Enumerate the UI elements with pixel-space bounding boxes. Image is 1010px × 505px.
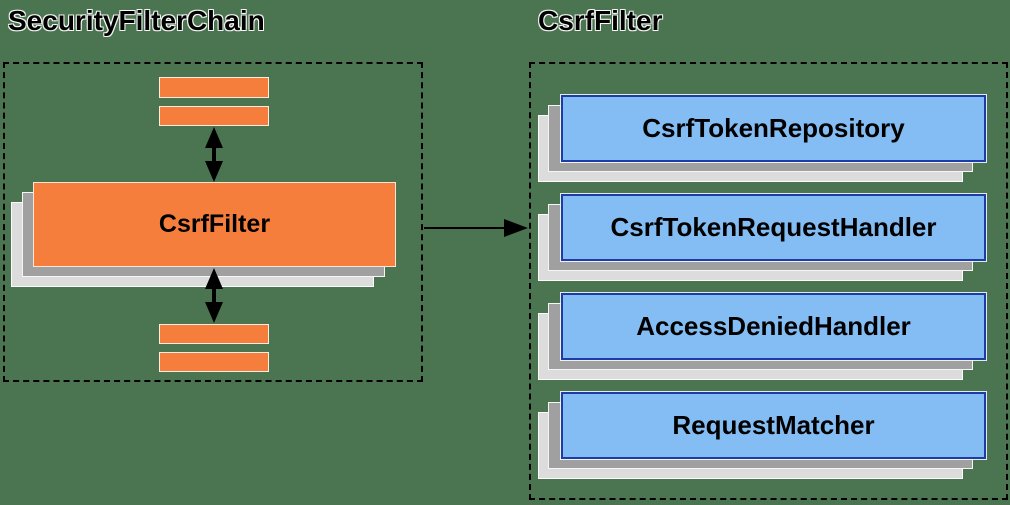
csrf-filter-panel bbox=[529, 62, 1008, 500]
csrf-filter-box: CsrfFilter bbox=[33, 182, 396, 267]
request-matcher-label: RequestMatcher bbox=[672, 410, 875, 440]
csrf-filter-box-label: CsrfFilter bbox=[158, 210, 271, 238]
csrf-token-request-handler-box: CsrfTokenRequestHandler bbox=[561, 194, 986, 261]
csrf-token-repository-label: CsrfTokenRepository bbox=[642, 113, 905, 143]
access-denied-handler-label: AccessDeniedHandler bbox=[636, 311, 911, 341]
filter-bar-bottom-2 bbox=[159, 352, 269, 372]
filter-bar-top-1 bbox=[159, 77, 269, 98]
filter-bar-bottom-1 bbox=[159, 324, 269, 344]
access-denied-handler-box: AccessDeniedHandler bbox=[561, 293, 986, 360]
request-matcher-box: RequestMatcher bbox=[561, 392, 986, 459]
csrf-token-request-handler-label: CsrfTokenRequestHandler bbox=[610, 212, 937, 242]
security-filter-chain-panel bbox=[3, 62, 423, 382]
security-filter-chain-title: SecurityFilterChain bbox=[8, 5, 265, 36]
csrf-filter-panel-title: CsrfFilter bbox=[538, 5, 663, 36]
csrf-filter-link-arrow-icon bbox=[424, 219, 528, 237]
csrf-token-repository-box: CsrfTokenRepository bbox=[561, 95, 986, 162]
filter-bar-top-2 bbox=[159, 106, 269, 126]
